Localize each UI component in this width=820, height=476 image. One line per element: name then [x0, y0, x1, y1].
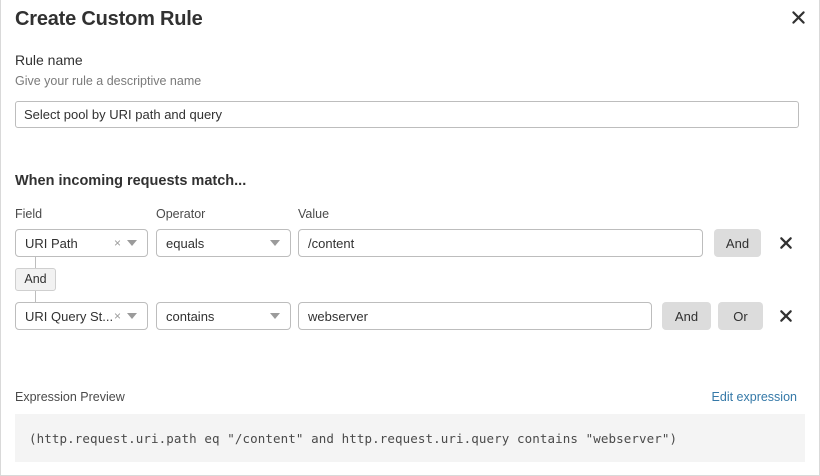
rule-name-help-text: Give your rule a descriptive name — [15, 74, 202, 88]
rule-name-label: Rule name — [15, 52, 83, 68]
field-select-2-value: URI Query St... — [25, 308, 112, 324]
rule-name-input[interactable] — [15, 101, 799, 128]
expression-preview-code: (http.request.uri.path eq "/content" and… — [29, 430, 678, 446]
edit-expression-link[interactable]: Edit expression — [711, 390, 797, 404]
value-input-2[interactable] — [298, 302, 652, 330]
clear-icon[interactable]: × — [113, 308, 121, 323]
close-icon — [780, 310, 792, 322]
close-icon — [780, 237, 792, 249]
chevron-down-icon — [127, 240, 137, 246]
column-header-value: Value — [298, 207, 330, 221]
operator-select-1[interactable]: equals — [156, 229, 291, 257]
connector-line-bottom — [35, 291, 36, 302]
and-button-2[interactable]: And — [662, 302, 711, 330]
close-icon-glyph — [791, 10, 805, 24]
clear-icon[interactable]: × — [113, 235, 121, 250]
expression-preview-label: Expression Preview — [15, 390, 125, 404]
column-header-field: Field — [15, 207, 43, 221]
close-icon[interactable] — [787, 6, 809, 28]
delete-condition-button-1[interactable] — [776, 229, 796, 257]
operator-select-2-value: contains — [166, 308, 215, 324]
field-select-1[interactable]: URI Path × — [15, 229, 148, 257]
chevron-down-icon — [270, 313, 280, 319]
connector-line-top — [35, 257, 36, 268]
field-select-2[interactable]: URI Query St... × — [15, 302, 148, 330]
condition-row: URI Path × equals And — [1, 229, 819, 257]
field-select-1-value: URI Path — [25, 235, 78, 251]
chevron-down-icon — [127, 313, 137, 319]
dialog-title: Create Custom Rule — [15, 8, 203, 30]
delete-condition-button-2[interactable] — [776, 302, 796, 330]
chevron-down-icon — [270, 240, 280, 246]
group-logic-toggle[interactable]: And — [15, 268, 56, 291]
or-button-2[interactable]: Or — [718, 302, 763, 330]
operator-select-1-value: equals — [166, 235, 205, 251]
condition-row: URI Query St... × contains And Or — [1, 302, 819, 330]
operator-select-2[interactable]: contains — [156, 302, 291, 330]
value-input-1[interactable] — [298, 229, 703, 257]
match-section-heading: When incoming requests match... — [15, 173, 247, 189]
expression-preview-box: (http.request.uri.path eq "/content" and… — [15, 414, 805, 462]
and-button-1[interactable]: And — [714, 229, 761, 257]
column-header-operator: Operator — [156, 207, 206, 221]
